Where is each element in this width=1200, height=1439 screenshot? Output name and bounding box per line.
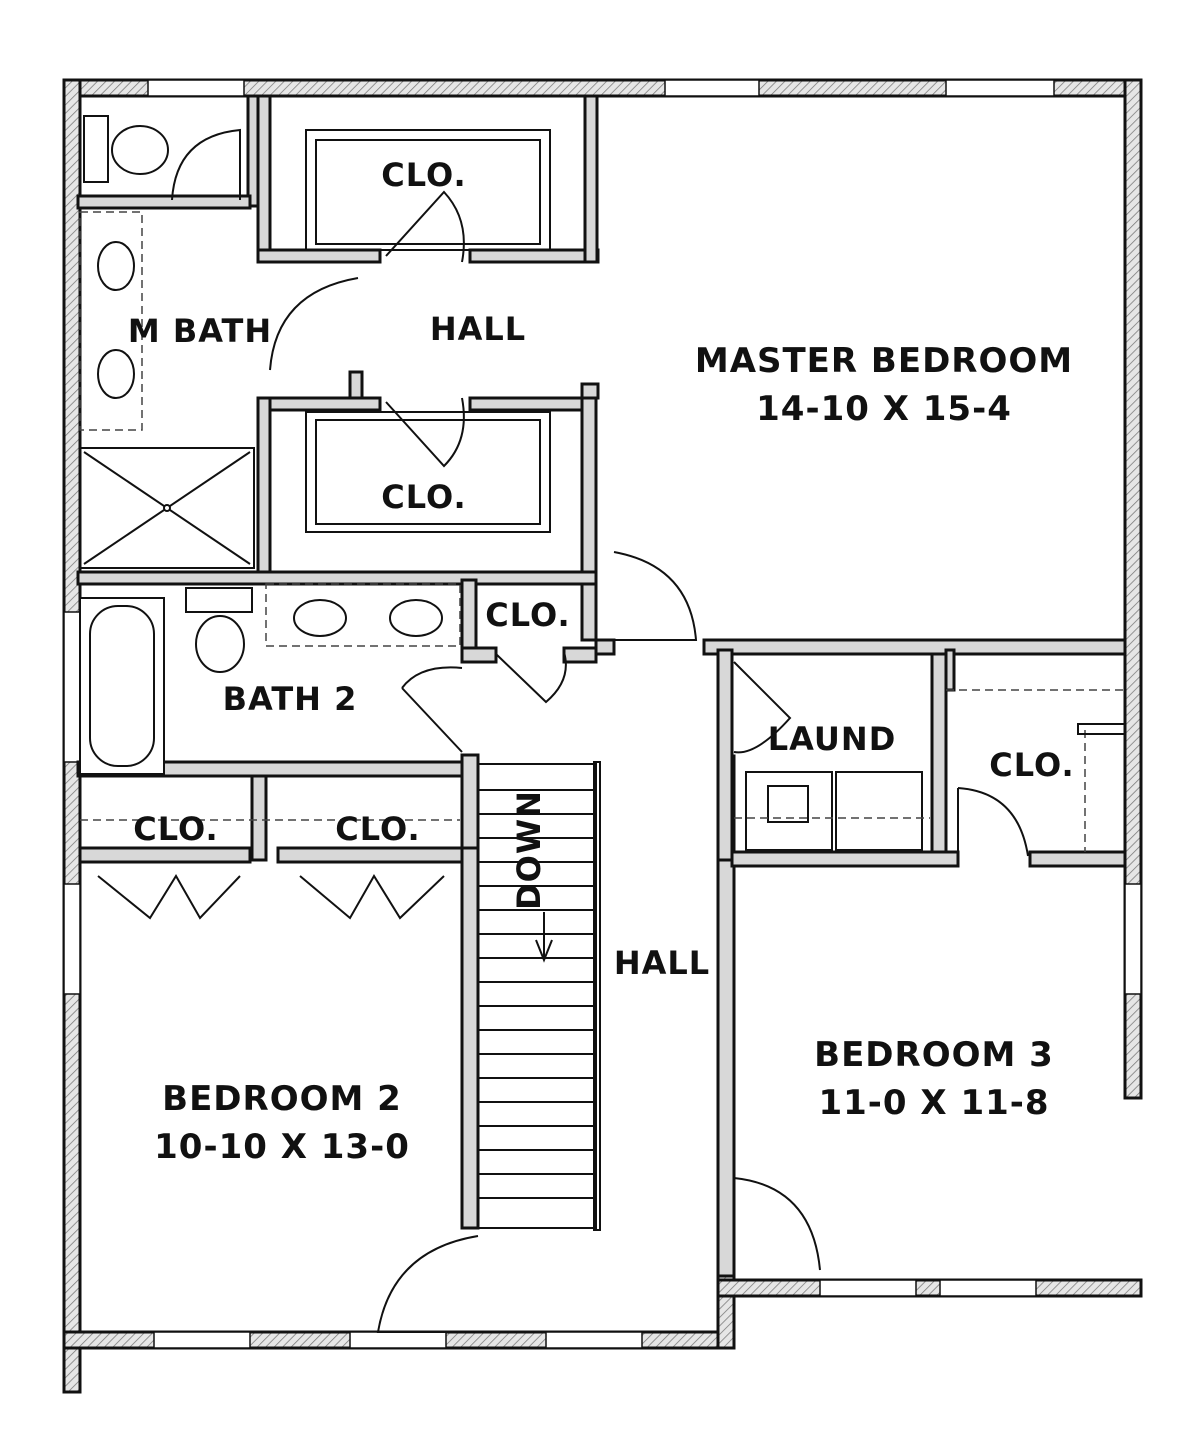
hall-label: HALL bbox=[614, 944, 710, 982]
staircase bbox=[477, 761, 601, 1231]
door-swing bbox=[269, 277, 359, 371]
window bbox=[63, 883, 81, 995]
door-swing bbox=[401, 666, 463, 753]
toilet-tank bbox=[83, 115, 109, 183]
window bbox=[945, 79, 1055, 97]
sink bbox=[389, 599, 443, 637]
door-swing bbox=[733, 1177, 821, 1271]
toilet-tank bbox=[185, 587, 253, 613]
door-swing bbox=[733, 661, 792, 754]
window bbox=[819, 1279, 917, 1297]
exterior-walls bbox=[62, 78, 1143, 1394]
stairs-down-label: DOWN bbox=[510, 790, 548, 910]
window bbox=[153, 1331, 251, 1349]
master-bath-label: M BATH bbox=[128, 312, 272, 350]
closet-label: CLO. bbox=[133, 810, 218, 848]
door-swing bbox=[299, 874, 445, 920]
laundry-label: LAUND bbox=[768, 720, 897, 758]
window bbox=[147, 79, 245, 97]
hall-label: HALL bbox=[430, 310, 526, 348]
bedroom-3-label: BEDROOM 3 bbox=[814, 1035, 1054, 1075]
closet-label: CLO. bbox=[335, 810, 420, 848]
window bbox=[545, 1331, 643, 1349]
vanity-counter bbox=[79, 211, 143, 431]
door-swing bbox=[385, 397, 465, 468]
closet-label: CLO. bbox=[381, 156, 466, 194]
window bbox=[1124, 883, 1142, 995]
closet-label: CLO. bbox=[381, 478, 466, 516]
bedroom-2-size: 10-10 X 13-0 bbox=[154, 1127, 410, 1167]
master-bedroom-size: 14-10 X 15-4 bbox=[756, 389, 1012, 429]
sink bbox=[97, 241, 135, 291]
sink bbox=[293, 599, 347, 637]
bedroom-2-label: BEDROOM 2 bbox=[162, 1079, 402, 1119]
door-swings bbox=[97, 128, 1029, 1333]
bath-2-label: BATH 2 bbox=[223, 680, 358, 718]
window bbox=[939, 1279, 1037, 1297]
vanity-counter bbox=[265, 583, 461, 647]
closet-label: CLO. bbox=[485, 596, 570, 634]
door-swing bbox=[376, 1235, 479, 1333]
toilet-bowl bbox=[195, 615, 245, 673]
window bbox=[664, 79, 760, 97]
windows bbox=[63, 79, 1142, 1349]
door-swing bbox=[957, 787, 1029, 860]
master-bedroom-label: MASTER BEDROOM bbox=[695, 341, 1073, 381]
toilet-bowl bbox=[111, 125, 169, 175]
arrow-head-icon bbox=[535, 939, 553, 963]
window bbox=[349, 1331, 447, 1349]
window bbox=[63, 611, 81, 763]
closet-shelves bbox=[80, 129, 1126, 852]
washer bbox=[745, 771, 833, 851]
shower bbox=[79, 447, 255, 569]
room-labels: CLO. CLO. CLO. CLO. CLO. CLO. M BATH HAL… bbox=[128, 156, 1074, 1167]
closet-label: CLO. bbox=[989, 746, 1074, 784]
door-swing bbox=[495, 651, 567, 704]
dryer bbox=[835, 771, 923, 851]
door-swing bbox=[613, 551, 698, 641]
door-swing bbox=[385, 190, 465, 263]
bedroom-3-size: 11-0 X 11-8 bbox=[818, 1083, 1049, 1123]
door-swing bbox=[97, 874, 241, 920]
sink bbox=[97, 349, 135, 399]
fixtures bbox=[79, 115, 930, 851]
door-swing bbox=[171, 128, 241, 201]
